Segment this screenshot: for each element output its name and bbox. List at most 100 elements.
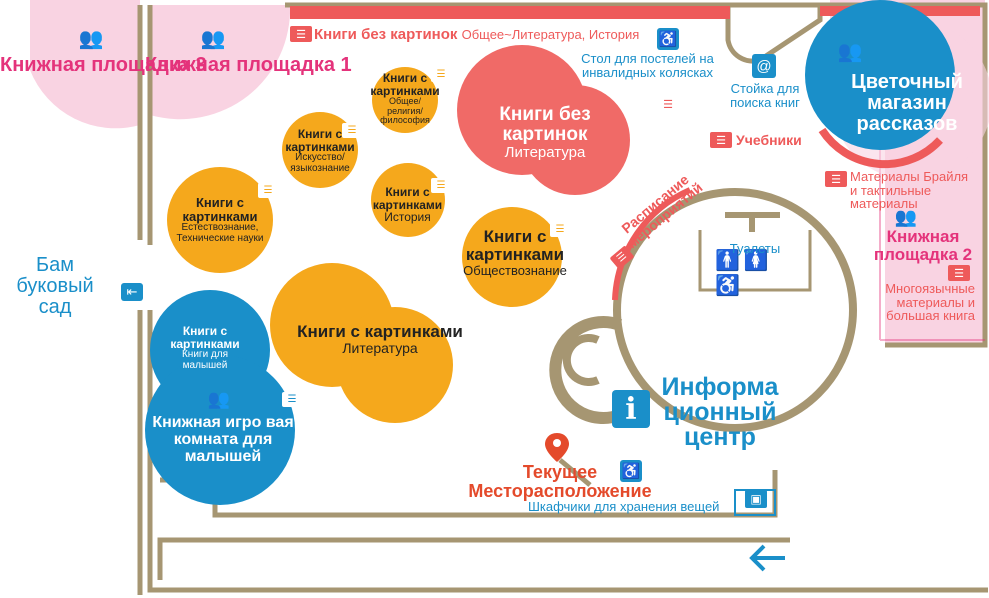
people-icon: 👥 — [894, 206, 918, 227]
book-icon: ☰ — [550, 222, 570, 237]
nolit-label: Книги без картинок Литература — [475, 105, 615, 161]
multilang-line3: большая книга — [886, 308, 975, 324]
circle-pic-soc — [462, 207, 562, 307]
pic-art-label: Книги с картинками Искусство/ языкознани… — [275, 128, 365, 174]
top-strip-title: Книги без картинок — [314, 26, 458, 43]
book-icon: ☰ — [342, 123, 362, 138]
info-counter — [549, 316, 623, 424]
toddler-room-label[interactable]: Книжная игро вая комната для малышей — [152, 414, 294, 465]
pic-sci-label: Книги с картинками Естествознание, Техни… — [160, 196, 280, 244]
braille-line2: и тактильные — [850, 182, 932, 198]
pic-soc-line1: Книги с — [483, 227, 547, 246]
circle-pic-art — [282, 112, 358, 188]
braille-line3: материалы — [850, 196, 918, 212]
multilang-label: Многоязычные материалы и большая книга — [870, 282, 975, 323]
pic-gen-line3: Общее/ — [389, 96, 421, 107]
book-icon: ☰ — [431, 67, 451, 82]
pic-sci-line1: Книги с — [195, 195, 245, 210]
search-at-icon: @ — [752, 54, 776, 78]
book-icon: ☰ — [948, 265, 970, 281]
pic-art-line4: языкознание — [290, 162, 350, 174]
pic-gen-line2: картинками — [370, 83, 440, 98]
pic-sci-line4: Технические науки — [176, 232, 264, 244]
pic-sci-line2: картинками — [182, 208, 258, 224]
book-area-3-region — [30, 0, 140, 129]
event-schedule-arc — [612, 187, 692, 301]
toilets-label: Туалеты — [729, 241, 781, 256]
pic-gen-line5: философия — [380, 115, 430, 126]
pic-hist-label: Книги с картинками История — [365, 186, 450, 224]
book-icon: ☰ — [825, 171, 847, 187]
pic-kids-label: Книги с картинками Книги для малышей — [160, 325, 250, 371]
arrow-left-icon — [749, 544, 785, 572]
pic-art-line1: Книги с — [297, 127, 343, 141]
pic-gen-line1: Книги с — [382, 71, 428, 85]
pic-soc-line2: картинками — [465, 244, 565, 264]
pic-hist-line3: История — [384, 210, 431, 225]
pic-lit-line1: Книги с картинками — [297, 322, 463, 341]
bamboo-garden-label[interactable]: Бам буковый сад — [16, 254, 94, 318]
location-pin-icon — [545, 433, 569, 462]
braille-label: Материалы Брайля и тактильные материалы — [850, 170, 980, 211]
story-shop-label[interactable]: Цветочный магазин рассказов — [851, 71, 963, 135]
pic-hist-line2: картинками — [372, 197, 443, 212]
pic-sci-line3: Естествознание, — [181, 222, 259, 234]
info-center-label[interactable]: Информа ционный центр — [661, 373, 779, 451]
search-stand-line2: поиска книг — [730, 94, 800, 110]
circle-pic-sci — [167, 167, 273, 273]
circle-pic-gen — [372, 67, 438, 133]
lockers-label: Шкафчики для хранения вещей — [528, 499, 720, 514]
pic-lit-line2: Литература — [342, 339, 418, 356]
pic-kids-line4: малышей — [182, 359, 228, 371]
book-area-3-label: Книжная площадка 3 — [0, 54, 207, 76]
people-icon: 👥 — [207, 388, 231, 409]
locker-icon: ▣ — [745, 490, 767, 508]
nolit-line2: картинок — [502, 123, 588, 145]
top-shelf-strip — [290, 6, 730, 19]
book-area-2-label: Книжная площадка 2 — [873, 227, 973, 264]
search-stand-line1: Стойка для — [730, 81, 800, 96]
textbooks-label: Учебники — [736, 132, 802, 148]
pic-soc-label: Книги с картинками Обществознание — [445, 228, 585, 277]
pic-kids-line2: картинками — [170, 336, 240, 351]
pic-soc-line3: Обществознание — [463, 262, 567, 278]
pic-art-line2: картинками — [285, 139, 355, 154]
pic-lit-label: Книги с картинками Литература — [265, 323, 495, 356]
current-location-line1: Текущее — [522, 462, 598, 482]
toilet-icon: 🚹🚺♿ — [715, 250, 773, 297]
wheelchair-icon: ♿ — [657, 28, 679, 50]
people-icon: 👥 — [837, 40, 863, 63]
current-location-line2: Месторасположение — [468, 480, 652, 501]
book-area-1-label: Книжная площадка 1 — [145, 54, 352, 76]
pic-gen-line4: религия/ — [387, 105, 423, 116]
book-icon: ☰ — [258, 183, 278, 198]
current-location-label: Текущее Месторасположение — [450, 463, 670, 501]
people-icon: 👥 — [78, 27, 104, 50]
braille-line1: Материалы Брайля — [850, 169, 969, 184]
book-icon: ☰ — [290, 26, 312, 42]
pic-gen-label: Книги с картинками Общее/ религия/ филос… — [365, 72, 445, 126]
book-area-1-region — [150, 5, 291, 120]
wheelchair-icon: ♿ — [620, 460, 642, 482]
circle-pic-hist — [371, 163, 445, 237]
book-icon: ☰ — [657, 96, 679, 112]
book-icon: ☰ — [710, 132, 732, 148]
top-strip-label: Книги без картинок Общее~Литература, Ист… — [314, 27, 639, 43]
exit-icon[interactable]: ⇤ — [121, 283, 143, 301]
wheelchair-desk-label: Стол для постелей на инвалидных колясках — [565, 52, 730, 79]
info-center-ring — [613, 188, 857, 432]
multilang-line2: материалы и — [896, 294, 975, 310]
search-stand-label[interactable]: Стойка для поиска книг — [720, 82, 810, 109]
multilang-line1: Многоязычные — [885, 281, 975, 296]
circle-story-shop — [805, 0, 955, 150]
wheelchair-desk-line2: инвалидных колясках — [581, 64, 714, 80]
pic-kids-line1: Книги с — [182, 324, 228, 338]
pic-kids-line3: Книги для — [181, 349, 229, 361]
book-icon: ☰ — [431, 178, 451, 193]
circle-toddler-room — [145, 355, 295, 505]
wheelchair-desk-line1: Стол для постелей на — [581, 51, 714, 66]
pic-art-line3: Искусство/ — [295, 152, 345, 164]
top-strip-subtitle: Общее~Литература, История — [461, 27, 640, 42]
nolit-line1: Книги без — [499, 104, 591, 125]
